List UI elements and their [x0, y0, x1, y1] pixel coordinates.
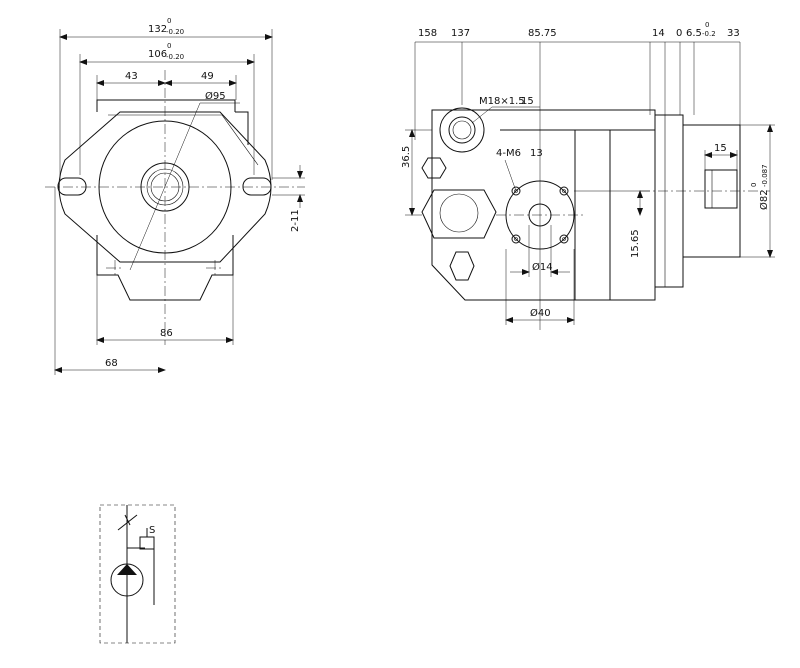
tol-lower: -0.20: [166, 53, 184, 61]
dim-overall-width: 132: [148, 24, 167, 35]
tol-lower: -0.20: [166, 28, 184, 36]
side-view: 158 137 85.75 14 0 6.5 0 -0.2 33 M18×1.5…: [401, 21, 775, 330]
dim-137: 137: [451, 28, 470, 39]
mounting-slot-right: [242, 177, 272, 196]
dim-0: 0: [676, 28, 682, 39]
tol-upper: 0: [167, 42, 171, 50]
tol-upper: 0: [750, 183, 758, 187]
drive-shaft: [704, 169, 738, 209]
dim-body-width: 86: [160, 328, 173, 339]
mount-threads: 4-M6: [496, 148, 521, 159]
pump-body-outline: [431, 109, 656, 301]
dim-pilot-diameter: Ø82: [758, 189, 770, 210]
dim-port-flange: Ø40: [530, 307, 551, 319]
tol-lower: -0.2: [702, 30, 716, 38]
mounting-flange: [654, 114, 684, 288]
pressure-valve: [139, 536, 155, 550]
port-thread: M18×1.5: [479, 96, 525, 107]
mount-depth: 13: [530, 148, 543, 159]
dim-flange-diameter: Ø95: [205, 90, 226, 102]
hex-nut-lower: [449, 251, 475, 281]
upper-port: [439, 107, 485, 153]
dim-right-offset: 49: [201, 71, 214, 82]
dim-158: 158: [418, 28, 437, 39]
hex-nut-upper: [421, 157, 447, 179]
dim-bolt-spacing: 106: [148, 49, 167, 60]
hydraulic-symbol: S: [99, 504, 176, 644]
spring-label: S: [149, 525, 155, 536]
tol-lower: -0.087: [761, 164, 769, 187]
dim-36-5: 36.5: [401, 146, 412, 168]
dim-14: 14: [652, 28, 665, 39]
mounting-slot-left: [57, 177, 87, 196]
tol-upper: 0: [167, 17, 171, 25]
dim-33: 33: [727, 28, 740, 39]
tol-upper: 0: [705, 21, 709, 29]
port-depth: 15: [521, 96, 534, 107]
flange-circle: [98, 120, 232, 254]
front-view: 132 0 -0.20 106 0 -0.20 43 49 Ø95 2-11 8…: [45, 17, 305, 375]
dim-85-75: 85.75: [528, 28, 557, 39]
relief-valve-nut: [421, 189, 497, 239]
dim-half-width: 68: [105, 358, 118, 369]
dim-left-offset: 43: [125, 71, 138, 82]
dim-6-5: 6.5: [686, 28, 702, 39]
dim-slot: 2-11: [290, 209, 301, 232]
dim-15-65: 15.65: [630, 229, 641, 258]
dim-shaft-length: 15: [714, 143, 727, 154]
splined-shaft: [140, 162, 190, 212]
dim-inner-port: Ø14: [532, 261, 553, 273]
